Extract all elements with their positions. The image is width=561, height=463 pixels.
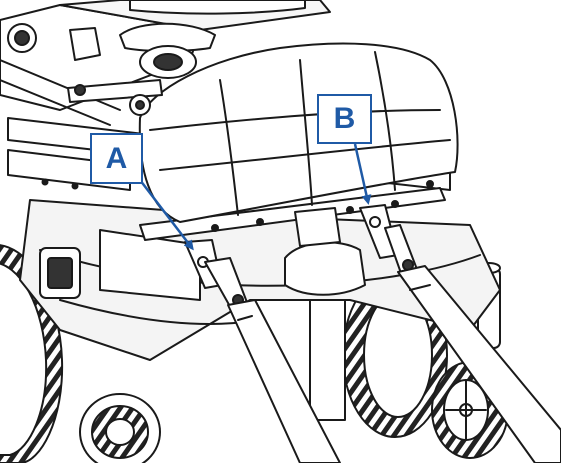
left-tie-down-strap [227, 299, 341, 463]
callout-b-leader [353, 143, 372, 205]
callout-a-leader [139, 179, 194, 251]
left-caster [79, 393, 161, 463]
callout-b-label: B [317, 94, 372, 144]
callout-a-label: A [90, 133, 143, 184]
right-tie-down-strap [397, 265, 561, 463]
control-knobs [7, 22, 216, 116]
seat-cushion [138, 42, 459, 223]
left-light-housing [39, 247, 81, 299]
